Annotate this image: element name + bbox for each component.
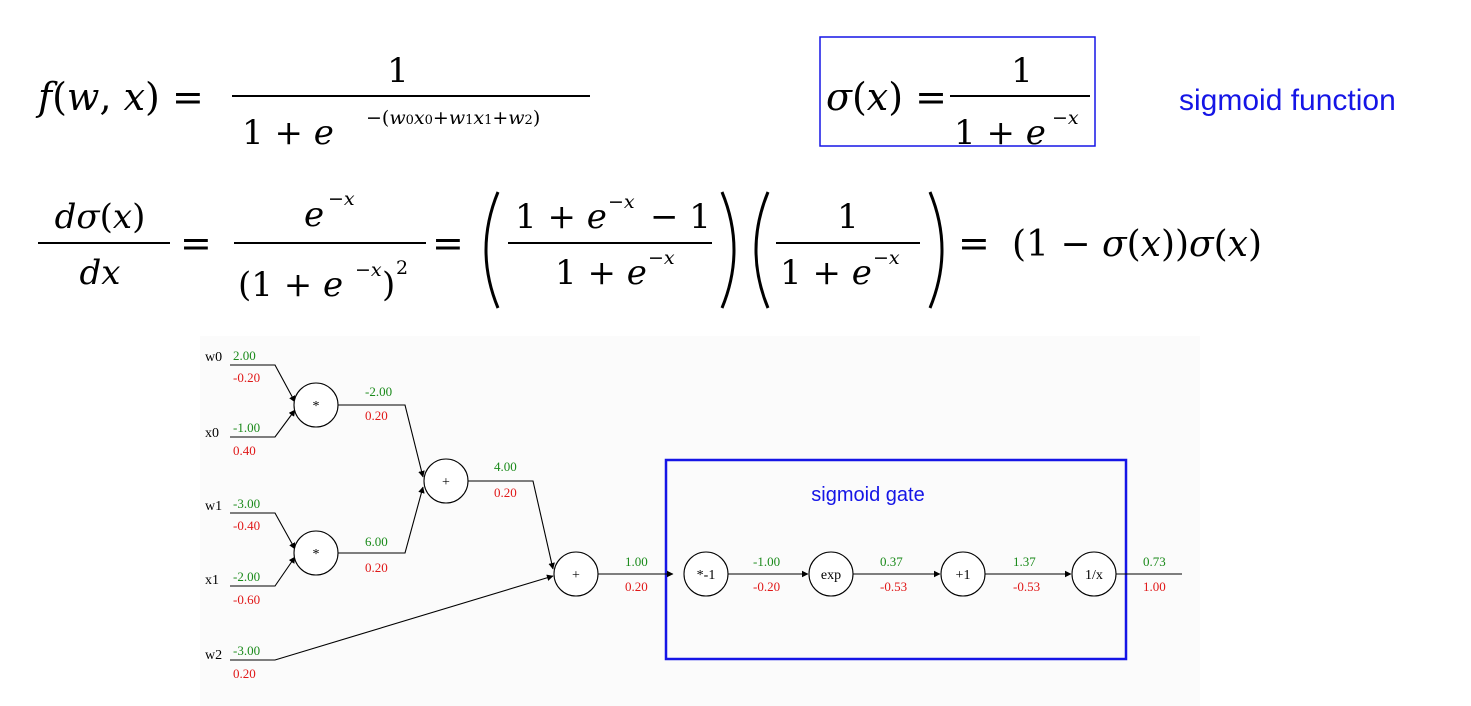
gate-label: +1	[956, 568, 971, 583]
svg-text:1: 1	[837, 197, 859, 237]
input-wires	[230, 364, 554, 661]
svg-text:−x: −x	[648, 247, 675, 269]
gate-multiply-0: *	[293, 382, 339, 428]
gate-multiply-1: *	[293, 530, 339, 576]
gradient-value: -0.20	[753, 579, 780, 594]
computational-graph: sigmoid gate	[200, 336, 1200, 706]
gate-label: +	[442, 475, 450, 490]
svg-text:−(w0x0+w1x1+w2): −(w0x0+w1x1+w2)	[366, 107, 540, 129]
svg-text:1 + e: 1 + e	[555, 253, 647, 293]
svg-text:dx: dx	[80, 253, 121, 293]
gate-label: 1/x	[1085, 568, 1103, 583]
gate-add-1: +	[553, 551, 599, 597]
svg-text:−x: −x	[608, 191, 635, 213]
forward-value: 0.37	[880, 554, 903, 569]
forward-value: -3.00	[233, 496, 260, 511]
gradient-value: 0.20	[233, 666, 256, 681]
svg-text:−x: −x	[355, 259, 382, 281]
gradient-value: 1.00	[1143, 579, 1166, 594]
formula-f-definition: f(w, x) = 1 1 + e −(w0x0+w1x1+w2)	[35, 51, 590, 153]
input-name: w2	[205, 648, 222, 663]
gate-add-0: +	[423, 458, 469, 504]
svg-text:1 + e: 1 + e	[515, 197, 607, 237]
gradient-value: 0.20	[494, 485, 517, 500]
input-x0: x0 -1.00 0.40	[205, 420, 260, 458]
svg-text:(1 − σ(x))σ(x): (1 − σ(x))σ(x)	[1012, 224, 1262, 265]
gate-plus-one: +1	[940, 551, 986, 597]
formula-sigma-definition: σ(x) = 1 1 + e −x	[819, 36, 1096, 153]
forward-value: -1.00	[753, 554, 780, 569]
input-w1: w1 -3.00 -0.40	[205, 496, 260, 533]
forward-value: 1.37	[1013, 554, 1036, 569]
forward-value: 4.00	[494, 459, 517, 474]
gradient-value: 0.20	[365, 408, 388, 423]
forward-value: 2.00	[233, 348, 256, 363]
svg-text:f(w, x) =: f(w, x) =	[35, 75, 204, 119]
svg-text:σ(x) =: σ(x) =	[826, 75, 947, 119]
input-name: x1	[205, 573, 219, 588]
svg-text:dσ(x): dσ(x)	[55, 197, 146, 237]
gate-label: *-1	[697, 568, 716, 583]
internal-wires	[338, 404, 1182, 578]
input-w0: w0 2.00 -0.20	[205, 348, 260, 385]
gate-label: exp	[821, 568, 841, 583]
svg-text:(1 + e: (1 + e	[238, 265, 343, 305]
forward-value: -2.00	[233, 569, 260, 584]
gradient-value: -0.53	[880, 579, 907, 594]
svg-text:): )	[382, 265, 395, 305]
sigmoid-function-caption: sigmoid function	[1179, 84, 1396, 117]
svg-text:1: 1	[1011, 51, 1033, 91]
forward-value: -1.00	[233, 420, 260, 435]
input-name: w0	[205, 350, 222, 365]
formula-sigmoid-derivative: dσ(x) dx = e −x (1 + e −x ) 2 = 1 + e −x…	[38, 188, 1262, 309]
input-w2: w2 -3.00 0.20	[205, 643, 260, 681]
svg-text:−x: −x	[1052, 107, 1079, 129]
edge-values: -2.00 0.20 6.00 0.20 4.00 0.20 1.00 0.20…	[365, 384, 1166, 594]
svg-text:=: =	[958, 221, 990, 265]
svg-text:1 + e: 1 + e	[780, 253, 872, 293]
input-name: w1	[205, 499, 222, 514]
gradient-value: -0.60	[233, 592, 260, 607]
gate-label: *	[313, 547, 320, 562]
svg-text:−x: −x	[328, 188, 355, 210]
gradient-value: 0.20	[365, 560, 388, 575]
gradient-value: 0.40	[233, 443, 256, 458]
gate-label: +	[572, 568, 580, 583]
gradient-value: -0.40	[233, 518, 260, 533]
sigmoid-gate-box	[664, 458, 1128, 661]
svg-text:1: 1	[387, 51, 409, 91]
graph-background	[200, 336, 1200, 706]
svg-text:2: 2	[396, 257, 408, 279]
gate-reciprocal: 1/x	[1071, 551, 1117, 597]
input-x1: x1 -2.00 -0.60	[205, 569, 260, 607]
gradient-value: -0.53	[1013, 579, 1040, 594]
input-name: x0	[205, 426, 219, 441]
svg-text:1 + e: 1 + e	[954, 113, 1046, 153]
forward-value: 6.00	[365, 534, 388, 549]
forward-value: 0.73	[1143, 554, 1166, 569]
gate-exp: exp	[808, 551, 854, 597]
svg-text:1 + e: 1 + e	[242, 113, 334, 153]
svg-text:−x: −x	[873, 247, 900, 269]
gradient-value: -0.20	[233, 370, 260, 385]
sigmoid-gate-title: sigmoid gate	[811, 484, 924, 506]
gate-negate: *-1	[683, 551, 729, 597]
gate-label: *	[313, 399, 320, 414]
svg-text:=: =	[432, 221, 464, 265]
svg-text:=: =	[180, 221, 212, 265]
svg-text:e: e	[304, 195, 324, 235]
svg-text:− 1: − 1	[650, 197, 711, 237]
forward-value: 1.00	[625, 554, 648, 569]
forward-value: -2.00	[365, 384, 392, 399]
gradient-value: 0.20	[625, 579, 648, 594]
sigma-highlight-box	[819, 36, 1096, 147]
forward-value: -3.00	[233, 643, 260, 658]
